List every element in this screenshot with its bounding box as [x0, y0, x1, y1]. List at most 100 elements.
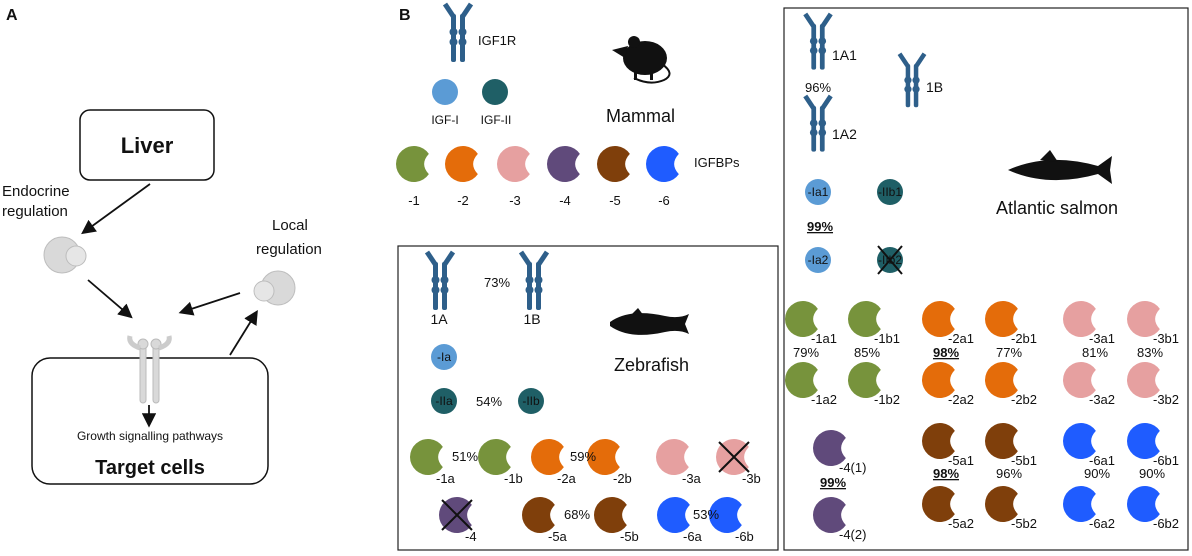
salmon-bp-pct: 81%	[1082, 345, 1108, 360]
salmon-igfbp-icon	[921, 486, 955, 522]
zebrafish-bp-label: -2b	[613, 471, 632, 486]
salmon-bp-label: -2b1	[1011, 331, 1037, 346]
zebrafish-igfbp-icon	[531, 439, 564, 475]
salmon-igfbp-icon	[847, 362, 881, 398]
salmon-igf-ia2-label: -Ia2	[808, 253, 829, 267]
salmon-bp-pct: 83%	[1137, 345, 1163, 360]
local-igf-icon	[253, 270, 296, 306]
igf1r-label: IGF1R	[478, 33, 516, 48]
salmon-igf-pct: 99%	[807, 219, 833, 234]
deleted-cross-icon	[718, 441, 750, 473]
salmon-igfbp-icon	[984, 362, 1018, 398]
growth-pathways-label: Growth signalling pathways	[77, 429, 223, 443]
zebrafish-igfbp-icon	[478, 439, 511, 475]
zebrafish-bp-label: -1a	[436, 471, 456, 486]
salmon-bp-label: -3a2	[1089, 392, 1115, 407]
igf-ii-icon	[482, 79, 508, 105]
zebrafish-igfbp-icon	[655, 439, 689, 476]
salmon-bp-label: -1b1	[874, 331, 900, 346]
salmon-bp-label: -2a2	[948, 392, 974, 407]
salmon-bp-pct: 98%	[933, 466, 959, 481]
salmon-igfbp-icon	[984, 301, 1018, 337]
zebrafish-1a-label: 1A	[430, 311, 448, 327]
arrow-local-to-cell	[178, 292, 241, 316]
salmon-igfbp-icon	[1063, 362, 1096, 398]
mammal-igfbp-icon	[645, 146, 679, 182]
salmon-igfbp-icon	[1126, 423, 1160, 459]
mammal-bp-label: -6	[658, 193, 670, 208]
salmon-igfbp-icon	[1126, 301, 1160, 337]
mammal-bp-label: -1	[408, 193, 420, 208]
zebrafish-bp-label: -2a	[557, 471, 577, 486]
mammal-bp-label: -2	[457, 193, 469, 208]
zebrafish-bp-label: -6b	[735, 529, 754, 544]
salmon-1a1-label: 1A1	[832, 47, 857, 63]
liver-box	[79, 109, 215, 181]
zebrafish-box	[397, 245, 779, 551]
igf1r-receptor-icon	[442, 2, 474, 62]
zebrafish-igf-iib-icon	[518, 388, 544, 414]
mammal-igfbp-row	[396, 146, 679, 182]
salmon-title: Atlantic salmon	[996, 198, 1118, 218]
salmon-igfbp-icon	[921, 423, 955, 459]
zebrafish-bp-label: -6a	[683, 529, 703, 544]
salmon-bp-pct: 98%	[933, 345, 959, 360]
panel-a-label: A	[6, 7, 18, 24]
zebrafish-igfbp-icon	[594, 496, 627, 533]
mammal-bp-label: -3	[509, 193, 521, 208]
zebrafish-bp-label: -3b	[742, 471, 761, 486]
salmon-bp-label: -6a2	[1089, 516, 1115, 531]
salmon-bp-pct: 77%	[996, 345, 1022, 360]
salmon-bp-label: -1a1	[811, 331, 837, 346]
mammal-bp-label: -5	[609, 193, 621, 208]
zebrafish-igfbp-icon	[409, 439, 443, 475]
zebrafish-bp-label: -4	[465, 529, 477, 544]
salmon-bp-label: -1b2	[874, 392, 900, 407]
zebrafish-igf-ia-label: -Ia	[437, 350, 451, 364]
salmon-bp-label: -5a1	[948, 453, 974, 468]
igf-i-icon	[432, 79, 458, 105]
salmon-receptor-pct: 96%	[805, 80, 831, 95]
salmon-iib2-cross-icon	[877, 245, 903, 275]
salmon-bp-label: -6b2	[1153, 516, 1179, 531]
arrow-cell-to-local	[229, 309, 258, 356]
endocrine-label-1: Endocrine	[2, 183, 70, 200]
liver-label: Liver	[121, 133, 174, 158]
zebrafish-igf-ia-icon	[431, 344, 457, 370]
salmon-bp-label: -3b2	[1153, 392, 1179, 407]
zebrafish-igfbp-icon	[586, 439, 620, 476]
salmon-igf-ia1-icon	[805, 179, 831, 205]
zebrafish-bp-pct: 59%	[570, 449, 596, 464]
igf-i-label: IGF-I	[431, 113, 458, 127]
mammal-title: Mammal	[606, 106, 675, 126]
mammal-bp-labels: -1 -2 -3 -4 -5 -6	[408, 193, 670, 208]
mammal-igfbp-icon	[396, 146, 429, 182]
endocrine-label-2: regulation	[2, 203, 68, 220]
local-label-2: regulation	[256, 241, 322, 258]
zebrafish-igf-iib-label: -IIb	[522, 394, 540, 408]
panel-b-label: B	[399, 7, 411, 24]
zebrafish-receptor-pct: 73%	[484, 275, 510, 290]
igf-ii-label: IGF-II	[481, 113, 512, 127]
zebrafish-icon	[610, 308, 689, 335]
salmon-bp-pct: 90%	[1084, 466, 1110, 481]
salmon-bp-label: -5a2	[948, 516, 974, 531]
zebrafish-bp-label: -1b	[504, 471, 523, 486]
salmon-1b-receptor-icon	[897, 52, 927, 108]
salmon-bp-label: -5b1	[1011, 453, 1037, 468]
deleted-cross-icon	[441, 499, 473, 531]
local-label-1: Local	[272, 217, 308, 234]
salmon-igf-iib1-label: -IIb1	[878, 185, 902, 199]
salmon-igfbp-icon	[1126, 362, 1160, 398]
salmon-igfbp-icon	[785, 362, 818, 398]
zebrafish-igfbp-icon	[522, 496, 555, 533]
zebrafish-igfbp-set: -1a-1b-2a-2b-3a-3b51%59%-4-5a-5b-6a-6b68…	[409, 439, 761, 544]
salmon-bp-label: -1a2	[811, 392, 837, 407]
salmon-bp-label: -2b2	[1011, 392, 1037, 407]
salmon-igfbp-icon	[1126, 486, 1160, 522]
zebrafish-1a-receptor-icon	[424, 250, 456, 310]
salmon-igfbp-icon	[1063, 423, 1096, 459]
salmon-icon	[1008, 150, 1112, 184]
salmon-igfbp-icon	[1063, 301, 1096, 337]
salmon-igfbp-icon	[812, 430, 846, 467]
